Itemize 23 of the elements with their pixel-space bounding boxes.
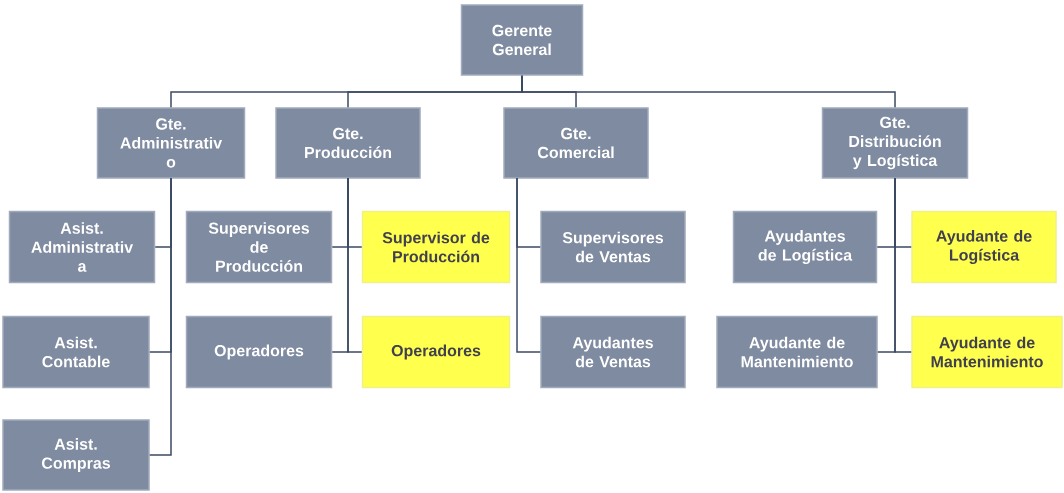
org-box: Gerente General [460,4,584,76]
connector-line [894,177,912,353]
org-box: Asist. Administrativ a [8,210,156,284]
org-box: Supervisor de Producción [361,210,511,284]
connector-line [521,75,896,108]
connector-line [149,177,172,456]
org-box: Operadores [361,315,511,389]
org-box: Asist. Contable [2,315,150,389]
org-box: Supervisores de Producción [185,210,333,284]
org-box: Gte. Comercial [503,107,649,179]
org-box: Ayudante de Mantenimiento [911,315,1063,389]
org-box: Ayudantes de Ventas [540,315,686,389]
connector-line [347,177,363,353]
org-box: Gte. Distribución y Logística [821,107,969,179]
org-box: Operadores [185,315,333,389]
org-box: Supervisores de Ventas [540,210,686,284]
org-box: Ayudante de Mantenimiento [716,315,878,389]
org-box: Ayudante de Logística [911,210,1057,284]
connector-line [516,177,541,353]
org-box: Gte. Producción [275,107,421,179]
org-box: Asist. Compras [2,419,150,491]
org-box: Gte. Administrativ o [96,107,246,179]
org-box: Ayudantes de Logística [732,210,878,284]
